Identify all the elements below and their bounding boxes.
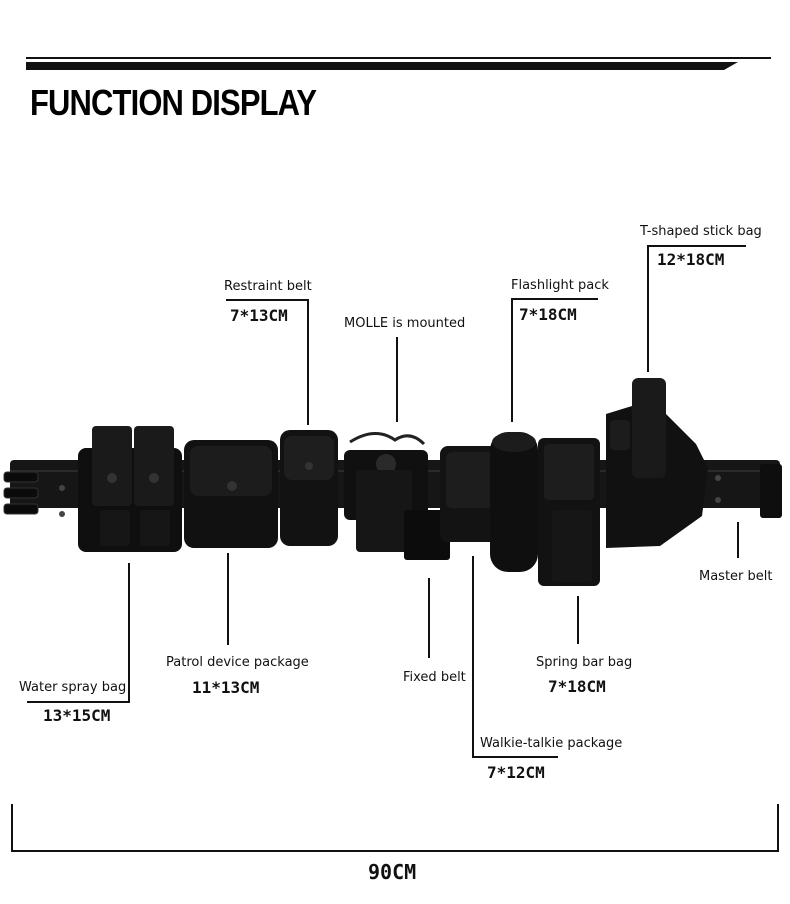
patrol-device-package-label: Patrol device package <box>166 655 309 670</box>
tshaped-stick-bag-label: T-shaped stick bag <box>640 224 762 239</box>
restraint-size: 7*13CM <box>230 306 288 325</box>
water-leader <box>128 563 130 703</box>
walkie-talkie-package-label: Walkie-talkie package <box>480 736 623 751</box>
walkie-leader <box>472 556 474 757</box>
bracket-bottom <box>11 850 779 852</box>
restraint-belt-label: Restraint belt <box>224 279 312 294</box>
water-size: 13*15CM <box>43 706 111 725</box>
header-rule-bar <box>26 62 738 70</box>
total-length: 90CM <box>368 860 417 884</box>
restraint-leader <box>307 299 309 425</box>
fixed-belt-label: Fixed belt <box>403 670 466 685</box>
bracket-left <box>11 804 13 852</box>
water-spray-bag-label: Water spray bag <box>19 680 127 695</box>
tactical-belt-image <box>3 378 782 586</box>
spring-leader <box>577 596 579 644</box>
restraint-underline <box>226 299 308 301</box>
flashlight-leader <box>511 298 513 422</box>
tshaped-size: 12*18CM <box>657 250 725 269</box>
flashlight-size: 7*18CM <box>519 305 577 324</box>
patrol-size: 11*13CM <box>192 678 260 697</box>
master-leader <box>737 522 739 558</box>
spring-bar-bag-label: Spring bar bag <box>536 655 633 670</box>
water-underline <box>27 701 130 703</box>
molle-label: MOLLE is mounted <box>344 316 466 331</box>
walkie-size: 7*12CM <box>487 763 545 782</box>
tshaped-underline <box>648 245 746 247</box>
header-rule-top <box>26 57 771 59</box>
page-title: FUNCTION DISPLAY <box>30 82 317 123</box>
flashlight-pack-label: Flashlight pack <box>511 278 609 293</box>
patrol-leader <box>227 553 229 645</box>
bracket-right <box>777 804 779 852</box>
spring-size: 7*18CM <box>548 677 606 696</box>
molle-leader <box>396 337 398 422</box>
flashlight-underline <box>512 298 598 300</box>
fixed-leader <box>428 578 430 658</box>
tshaped-leader <box>647 245 649 372</box>
master-belt-label: Master belt <box>699 569 773 584</box>
walkie-underline <box>472 756 558 758</box>
